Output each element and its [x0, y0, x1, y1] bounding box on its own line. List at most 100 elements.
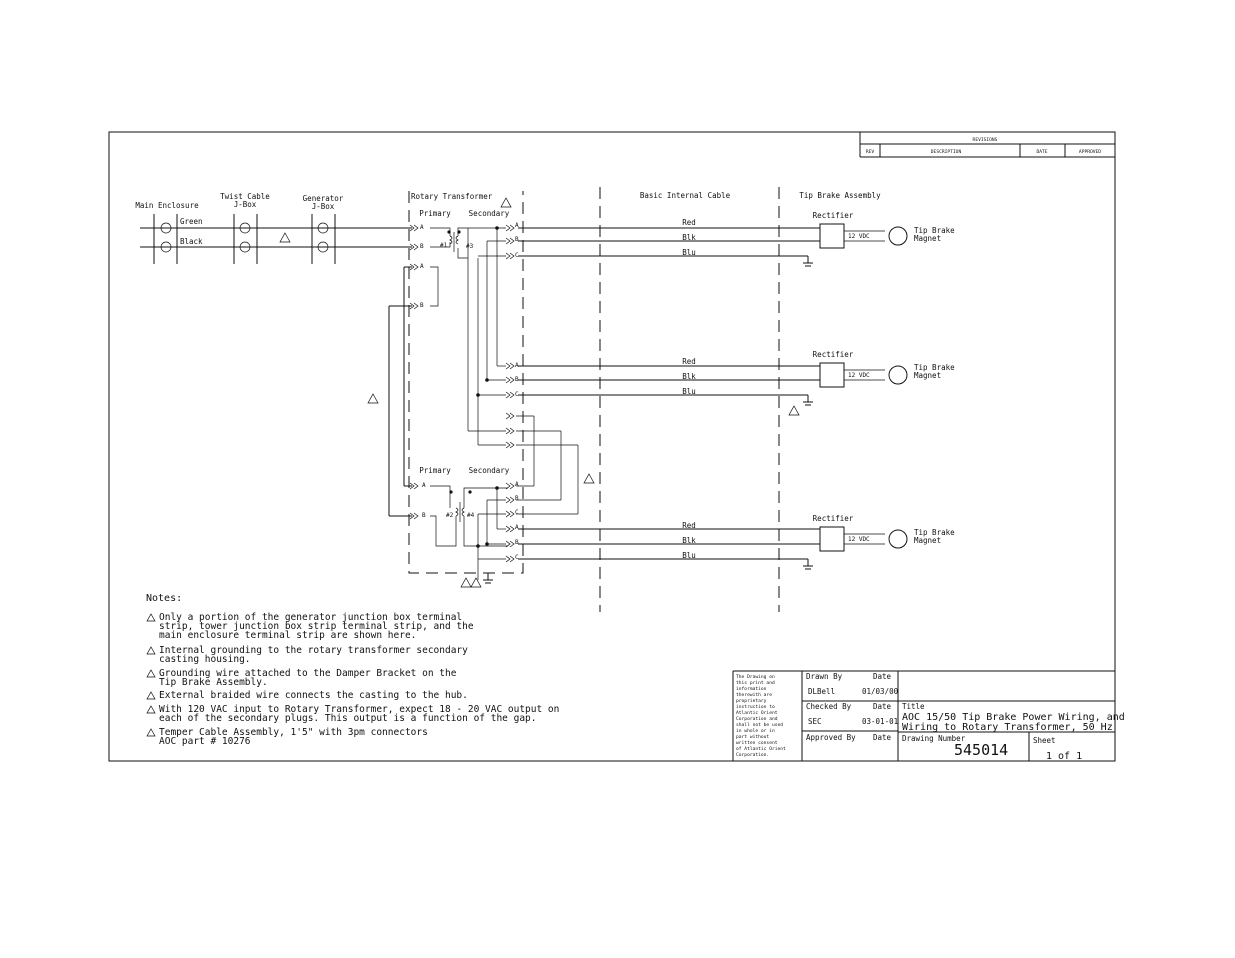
primary-terminal-a-2: A — [420, 263, 424, 270]
note-2-line-2: casting housing. — [159, 654, 251, 665]
note-6-line-2: AOC part # 10276 — [159, 736, 251, 747]
note-1-line-3: main enclosure terminal strip are shown … — [159, 630, 416, 641]
magnet-label-3a: Tip Brake — [914, 528, 955, 537]
secondary-terminal-c-4: C — [515, 554, 519, 561]
rectifier-output-3: 12 VDC — [848, 536, 870, 543]
twist-cable-terminal — [233, 214, 258, 264]
drawing-number: 545014 — [954, 741, 1008, 759]
generator-jbox-label: J-Box — [312, 202, 335, 211]
primary-terminal-a-3: A — [422, 482, 426, 489]
drawn-by-label: Drawn By — [806, 672, 843, 681]
transformer-1-label: #1 — [440, 242, 448, 249]
input-wires — [140, 227, 412, 517]
note-3-line-1: Grounding wire attached to the Damper Br… — [159, 668, 457, 679]
secondary-terminal-c-1: C — [515, 252, 519, 259]
approved-date-label: Date — [873, 733, 892, 742]
rotary-transformer-label: Rotary Transformer — [411, 192, 493, 201]
rectifier-2 — [819, 362, 908, 388]
primary-terminal-b-1: B — [420, 243, 424, 250]
transformer-ground — [483, 573, 493, 584]
internal-bus-wiring — [467, 226, 579, 580]
proprietary-notice: The Drawing on this print and informatio… — [736, 674, 786, 758]
rectifier-output-2: 12 VDC — [848, 372, 870, 379]
approved-by-label: Approved By — [806, 733, 856, 742]
primary-terminal-b-3: B — [422, 512, 426, 519]
magnet-label-3b: Magnet — [914, 536, 941, 545]
blu-wire-label-1: Blu — [682, 248, 696, 257]
primary-connectors — [409, 224, 419, 520]
primary-terminal-b-2: B — [420, 302, 424, 309]
revisions-date-header: DATE — [1036, 149, 1047, 155]
secondary-terminal-b-1: B — [515, 236, 519, 243]
proprietary-line-2: this print and — [736, 680, 775, 686]
transformer-3-label: #3 — [466, 243, 474, 250]
magnet-label-1a: Tip Brake — [914, 226, 955, 235]
blu-wire-label-2: Blu — [682, 387, 696, 396]
rotary-transformer-housing — [408, 191, 524, 574]
main-enclosure-label: Main Enclosure — [135, 201, 199, 210]
note-1-line-1: Only a portion of the generator junction… — [159, 612, 462, 623]
drawn-by-value: DLBell — [808, 687, 835, 696]
blk-wire-label-1: Blk — [682, 233, 696, 242]
transformer-2-label: #2 — [446, 512, 454, 519]
magnet-label-1b: Magnet — [914, 234, 941, 243]
transformer-coils-bottom — [430, 485, 508, 547]
tip-brake-magnet-3 — [888, 529, 908, 549]
secondary-terminal-a-4: A — [515, 524, 519, 531]
red-wire-label-2: Red — [682, 357, 696, 366]
proprietary-line-9: shall not be used — [736, 722, 783, 728]
checked-date-value: 03-01-01 — [862, 717, 898, 726]
tip-brake-assembly-label: Tip Brake Assembly — [799, 191, 881, 200]
proprietary-line-3: information — [736, 686, 767, 692]
black-wire-label: Black — [180, 237, 203, 246]
note-1-line-2: strip, tower junction box strip terminal… — [159, 621, 474, 632]
rectifier-output-1: 12 VDC — [848, 233, 870, 240]
secondary-terminal-a-2: A — [515, 362, 519, 369]
revisions-rev-header: REV — [866, 149, 875, 155]
note-5-line-1: With 120 VAC input to Rotary Transformer… — [159, 704, 559, 715]
title-label: Title — [902, 702, 925, 711]
secondary-label-bottom: Secondary — [469, 466, 510, 475]
twist-cable-label: Twist Cable — [220, 192, 270, 201]
magnet-label-2b: Magnet — [914, 371, 941, 380]
drawn-date-value: 01/03/00 — [862, 687, 899, 696]
secondary-label-top: Secondary — [469, 209, 510, 218]
proprietary-line-8: Corporation and — [736, 716, 778, 722]
secondary-terminal-c-3: C — [515, 509, 519, 516]
primary-label-bottom: Primary — [419, 466, 451, 475]
output-cables-set-3 — [518, 528, 820, 570]
proprietary-line-10: in whole or in — [736, 728, 775, 734]
sheet-label: Sheet — [1033, 736, 1056, 745]
proprietary-line-14: Corporation. — [736, 752, 769, 758]
note-3-line-2: Tip Brake Assembly. — [159, 677, 268, 688]
title-block — [732, 670, 1115, 761]
proprietary-line-4: therewith are — [736, 692, 772, 698]
primary-terminal-a-1: A — [420, 224, 424, 231]
note-4-line-1: External braided wire connects the casti… — [159, 690, 468, 701]
drawing-number-label: Drawing Number — [902, 734, 966, 743]
proprietary-line-7: Atlantic Orient — [736, 710, 778, 716]
red-wire-label-1: Red — [682, 218, 696, 227]
magnet-label-2a: Tip Brake — [914, 363, 955, 372]
basic-internal-cable-label: Basic Internal Cable — [640, 191, 731, 200]
blu-wire-label-3: Blu — [682, 551, 696, 560]
revisions-block: REVISIONS REV DESCRIPTION DATE APPROVED — [859, 132, 1115, 158]
proprietary-line-1: The Drawing on — [736, 674, 775, 680]
output-cables-set-1 — [518, 227, 820, 267]
secondary-terminal-c-2: C — [515, 391, 519, 398]
green-wire-label: Green — [180, 217, 203, 226]
primary-label-top: Primary — [419, 209, 451, 218]
transformer-coils-top — [430, 227, 468, 307]
twist-cable-jbox-label: J-Box — [234, 200, 257, 209]
secondary-terminal-b-4: B — [515, 539, 519, 546]
secondary-terminal-a-1: A — [515, 222, 519, 229]
transformer-4-label: #4 — [467, 512, 475, 519]
revisions-approved-header: APPROVED — [1079, 149, 1101, 155]
proprietary-line-12: written consent — [736, 740, 778, 746]
output-cables-set-2 — [518, 365, 820, 406]
drawing-border — [108, 131, 1116, 762]
revisions-title: REVISIONS — [973, 137, 998, 143]
notes-list: Only a portion of the generator junction… — [159, 612, 559, 747]
rectifier-1 — [819, 223, 908, 249]
